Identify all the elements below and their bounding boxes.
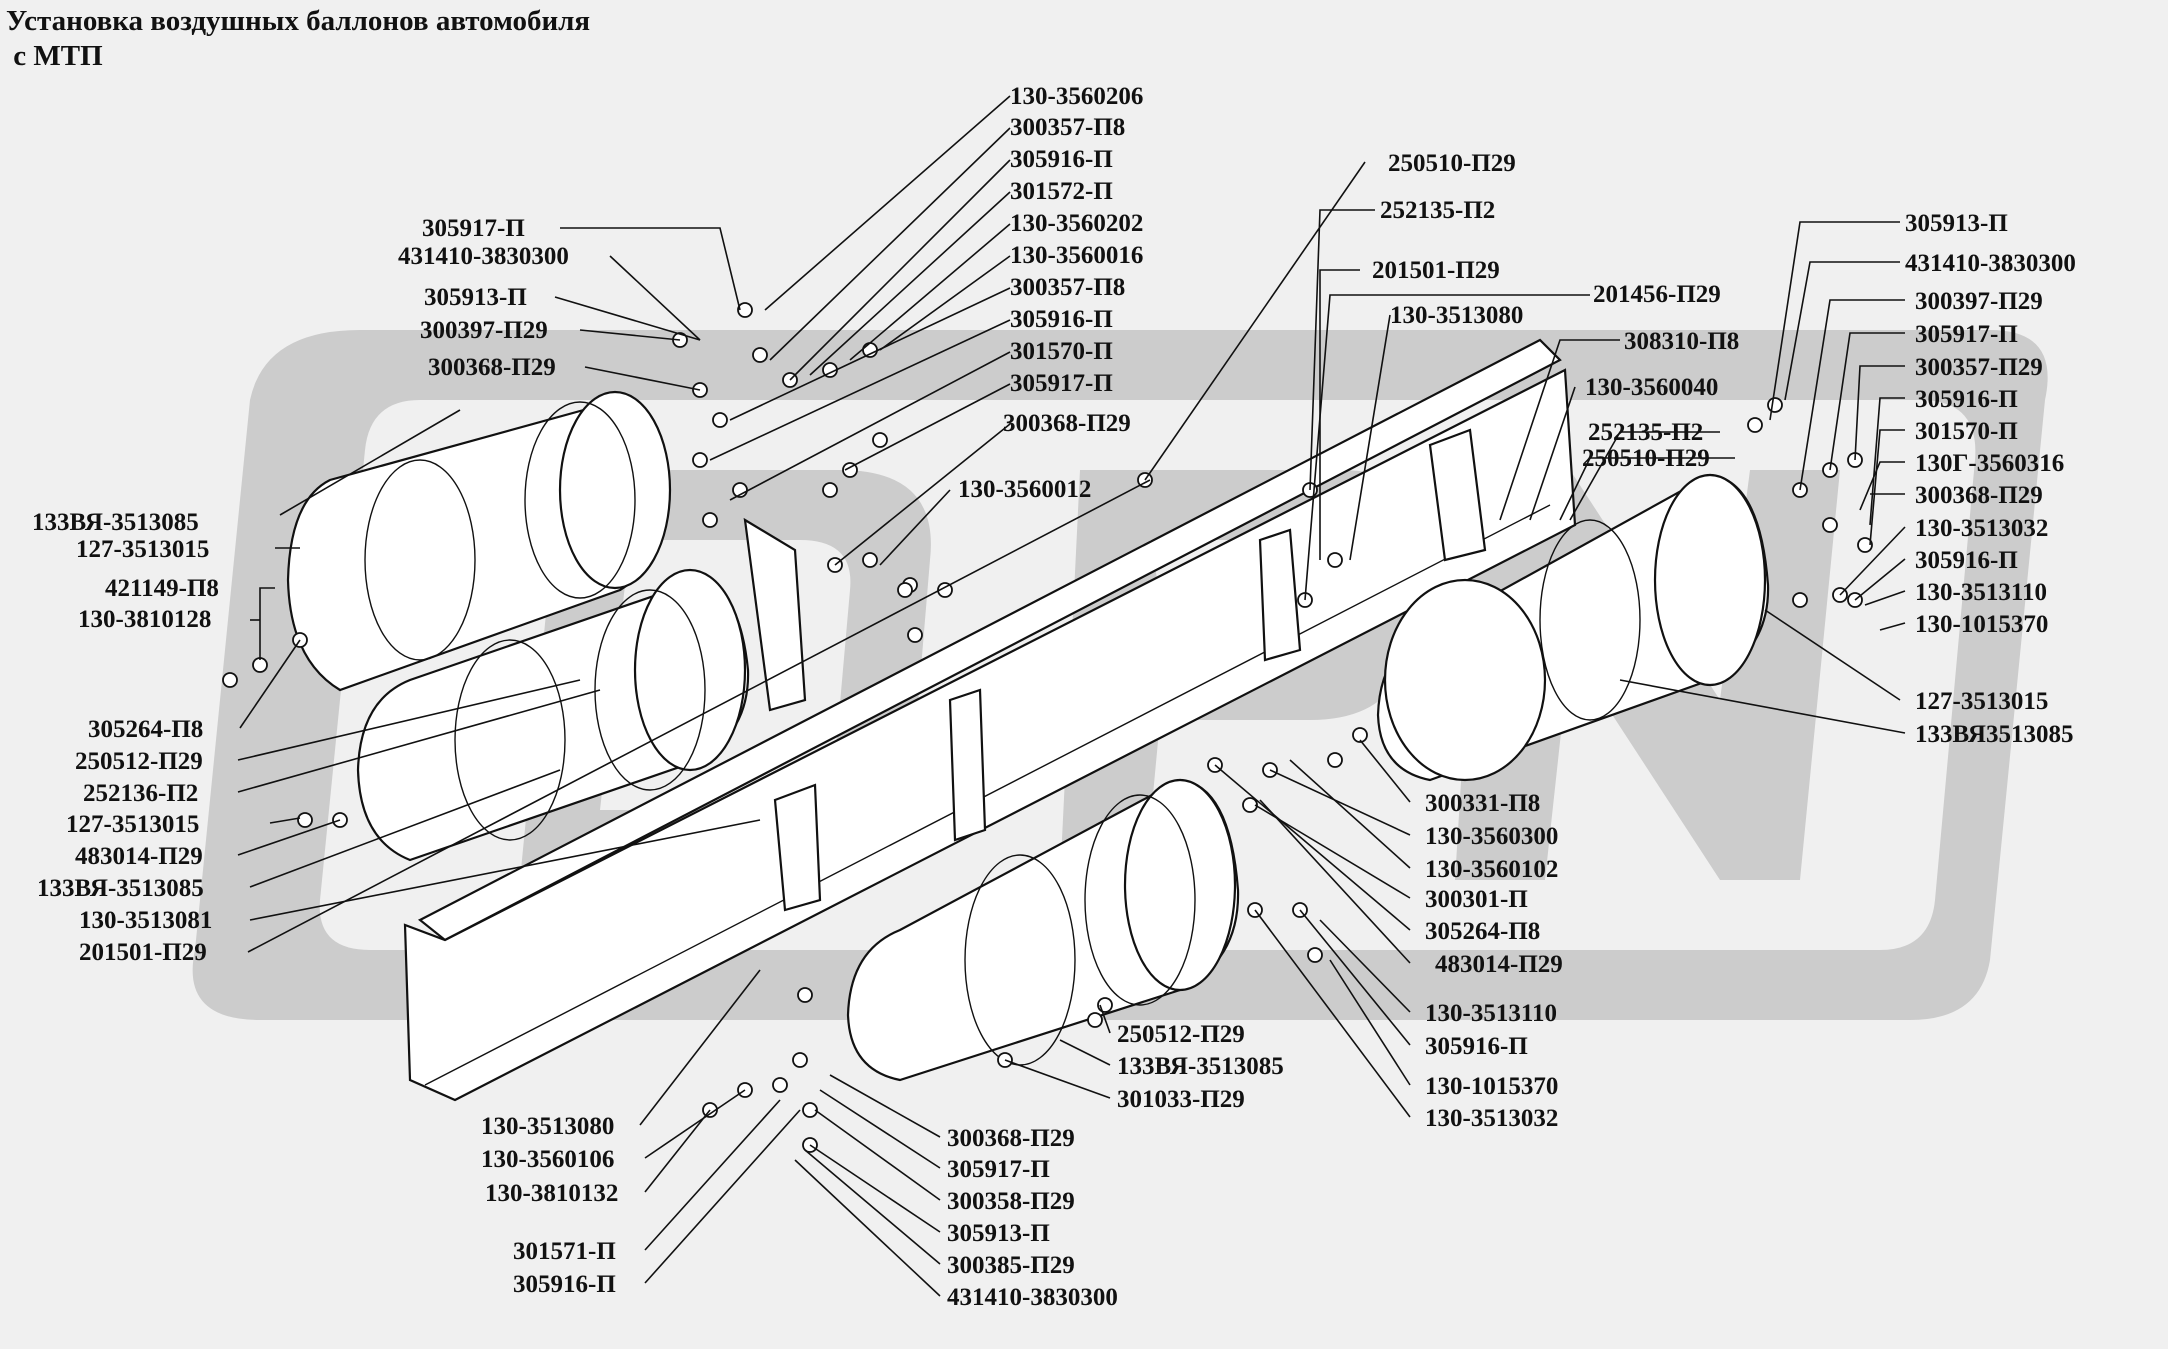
label-301570-p-right: 301570-П: [1915, 418, 2018, 445]
label-130-3513032-bottom: 130-3513032: [1425, 1105, 1558, 1132]
leader-lines: [237, 95, 1906, 1297]
label-133vya3513085-right: 133ВЯ3513085: [1915, 721, 2073, 748]
label-130-3810132: 130-3810132: [485, 1180, 618, 1207]
label-201456-p29: 201456-П29: [1593, 281, 1721, 308]
label-130-3560040: 130-3560040: [1585, 374, 1718, 401]
label-201501-p29-right: 201501-П29: [1372, 257, 1500, 284]
label-130g-3560316: 130Г-3560316: [1915, 450, 2064, 477]
label-305916-p-bottom: 305916-П: [1425, 1033, 1528, 1060]
label-130-3513081: 130-3513081: [79, 907, 212, 934]
label-250510-p29: 250510-П29: [1388, 150, 1516, 177]
label-300368-p29-bottom: 300368-П29: [947, 1125, 1075, 1152]
label-305916-p-b: 305916-П: [1010, 306, 1113, 333]
label-130-1015370-bottom: 130-1015370: [1425, 1073, 1558, 1100]
label-300357-p29: 300357-П29: [1915, 354, 2043, 381]
label-130-1015370-right: 130-1015370: [1915, 611, 2048, 638]
label-130-3513032-right: 130-3513032: [1915, 515, 2048, 542]
air-tank-4: [846, 778, 1240, 1082]
diagram-title: Установка воздушных баллонов автомобиля …: [6, 4, 590, 74]
label-127-3513015-right: 127-3513015: [1915, 688, 2048, 715]
air-tank-3: [1376, 473, 1770, 782]
label-130-3560016: 130-3560016: [1010, 242, 1143, 269]
label-431410-3830300-right: 431410-3830300: [1905, 250, 2076, 277]
label-130-3513110-right: 130-3513110: [1915, 579, 2047, 606]
air-tank-2: [356, 568, 750, 862]
label-300368-p29: 300368-П29: [1003, 410, 1131, 437]
label-305917-p: 305917-П: [1010, 370, 1113, 397]
label-300397-p29-left: 300397-П29: [420, 317, 548, 344]
label-300397-p29-right: 300397-П29: [1915, 288, 2043, 315]
label-305913-p-bottom: 305913-П: [947, 1220, 1050, 1247]
label-250510-p29-b: 250510-П29: [1582, 445, 1710, 472]
label-305916-p-right: 305916-П: [1915, 386, 2018, 413]
label-300385-p29: 300385-П29: [947, 1252, 1075, 1279]
label-250512-p29: 250512-П29: [75, 748, 203, 775]
label-305917-p-left: 305917-П: [422, 215, 525, 242]
label-300368-p29-right: 300368-П29: [1915, 482, 2043, 509]
label-421149-p8: 421149-П8: [105, 575, 219, 602]
label-301571-p: 301571-П: [513, 1238, 616, 1265]
label-301572-p: 301572-П: [1010, 178, 1113, 205]
title-line-1: Установка воздушных баллонов автомобиля: [6, 5, 591, 37]
label-301570-p: 301570-П: [1010, 338, 1113, 365]
label-431410-3830300-bottom: 431410-3830300: [947, 1284, 1118, 1311]
label-252135-p2: 252135-П2: [1380, 197, 1495, 224]
label-300331-p8: 300331-П8: [1425, 790, 1540, 817]
label-133vya-3513085-a: 133ВЯ-3513085: [32, 509, 199, 536]
label-130-3560012: 130-3560012: [958, 476, 1091, 503]
label-130-3560206: 130-3560206: [1010, 83, 1143, 110]
label-305913-p-right: 305913-П: [1905, 210, 2008, 237]
label-201501-p29: 201501-П29: [79, 939, 207, 966]
brackets: [743, 428, 1487, 912]
label-301033-p29: 301033-П29: [1117, 1086, 1245, 1113]
label-483014-p29-right: 483014-П29: [1435, 951, 1563, 978]
title-line-2: с МТП: [6, 40, 103, 72]
label-305916-p-right-b: 305916-П: [1915, 547, 2018, 574]
label-133vya-3513085-bottom: 133ВЯ-3513085: [1117, 1053, 1284, 1080]
label-431410-3830300-left: 431410-3830300: [398, 243, 569, 270]
label-130-3513080: 130-3513080: [1390, 302, 1523, 329]
label-130-3560106: 130-3560106: [481, 1146, 614, 1173]
label-127-3513015-a: 127-3513015: [76, 536, 209, 563]
callout-labels: 130-3560206 300357-П8 305916-П 301572-П …: [32, 83, 2076, 1311]
air-tank-1: [286, 390, 672, 692]
label-300357-p8: 300357-П8: [1010, 114, 1125, 141]
label-300368-p29-left: 300368-П29: [428, 354, 556, 381]
label-300357-p8-b: 300357-П8: [1010, 274, 1125, 301]
label-127-3513015-b: 127-3513015: [66, 811, 199, 838]
label-130-3513080-bottom: 130-3513080: [481, 1113, 614, 1140]
label-130-3810128: 130-3810128: [78, 606, 211, 633]
label-133vya-3513085-b: 133ВЯ-3513085: [37, 875, 204, 902]
label-252136-p2: 252136-П2: [83, 780, 198, 807]
label-305916-p: 305916-П: [1010, 146, 1113, 173]
label-305917-p-bottom: 305917-П: [947, 1156, 1050, 1183]
label-130-3513110-bottom: 130-3513110: [1425, 1000, 1557, 1027]
label-130-3560300: 130-3560300: [1425, 823, 1558, 850]
label-305264-p8: 305264-П8: [88, 716, 203, 743]
label-305264-p8-right: 305264-П8: [1425, 918, 1540, 945]
label-130-3560102: 130-3560102: [1425, 856, 1558, 883]
label-305913-p-left: 305913-П: [424, 284, 527, 311]
label-130-3560202: 130-3560202: [1010, 210, 1143, 237]
label-308310-p8: 308310-П8: [1624, 328, 1739, 355]
label-305916-p-bottom-left: 305916-П: [513, 1271, 616, 1298]
label-300301-p: 300301-П: [1425, 886, 1528, 913]
label-250512-p29-bottom: 250512-П29: [1117, 1021, 1245, 1048]
label-300358-p29: 300358-П29: [947, 1188, 1075, 1215]
label-252135-p2-b: 252135-П2: [1588, 419, 1703, 446]
label-483014-p29: 483014-П29: [75, 843, 203, 870]
label-305917-p-right: 305917-П: [1915, 321, 2018, 348]
